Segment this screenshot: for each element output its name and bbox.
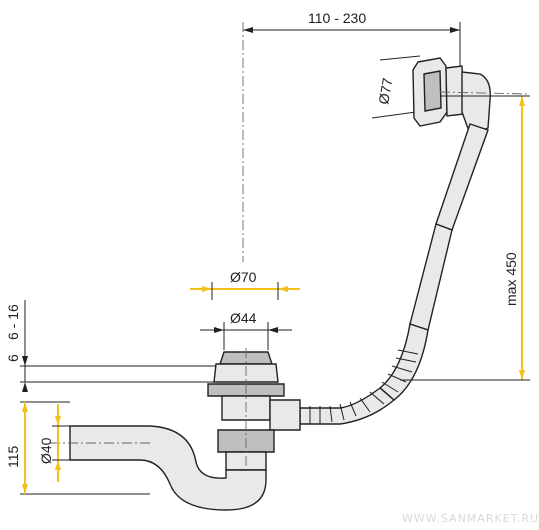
flexible-hose [299,123,489,425]
drain-body [207,348,301,480]
overflow-head: Ø77 [371,55,529,135]
trap-pipe [50,425,267,511]
dimension-inner-diameter: Ø44 [200,310,292,350]
dimension-label-pipe-diameter: Ø40 [38,437,54,464]
dimension-label-horizontal: 110 - 230 [308,10,366,26]
dimension-label-outer-diameter: Ø70 [230,269,257,285]
dimension-height: 115 [5,402,28,494]
dimension-label-overflow-diameter: Ø77 [375,76,395,105]
dimension-pipe-diameter: Ø40 [38,404,72,482]
dimension-label-left-small: 6 [5,354,21,362]
dimension-outer-diameter: Ø70 [190,269,300,300]
left-reference-lines [20,365,216,495]
dimension-horizontal-offset: 110 - 230 [242,10,461,262]
dimension-max-height: max 450 [400,95,530,381]
dimension-label-height: 115 [5,445,21,468]
dimension-label-left-range: 6 - 16 [5,304,21,340]
watermark-text: WWW.SANMARKET.RU [402,512,539,525]
dimension-label-inner-diameter: Ø44 [230,310,257,326]
dimension-label-max-height: max 450 [503,252,519,306]
dimension-left-range: 6 - 16 6 [5,300,28,392]
